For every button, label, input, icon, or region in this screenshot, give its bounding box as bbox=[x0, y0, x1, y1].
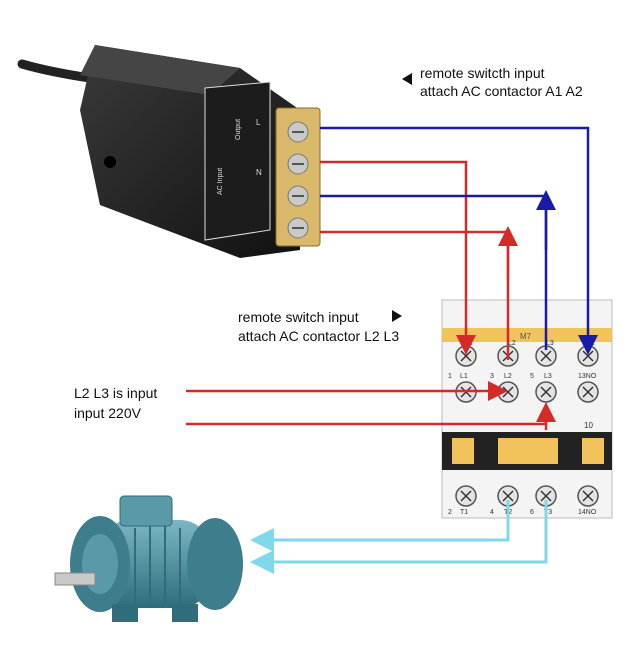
annotation-power-line1: L2 L3 is input bbox=[74, 385, 158, 401]
screw-slot bbox=[502, 490, 514, 502]
receiver-power-label: AC Input bbox=[217, 168, 224, 195]
annotation-remote-input-line1: remote switcth input bbox=[420, 65, 545, 81]
terminal-label-l3-top: L3 bbox=[546, 340, 554, 347]
wire-output-t2 bbox=[250, 500, 510, 552]
contactor-model: M7 bbox=[520, 332, 532, 341]
top-label: L3 bbox=[544, 373, 552, 380]
top-label: 13NO bbox=[578, 373, 597, 380]
contactor-top-row-labels: 1 L1 3 L2 5 L3 13NO bbox=[448, 373, 597, 380]
bottom-label: T3 bbox=[544, 509, 552, 516]
top-label: 3 bbox=[490, 373, 494, 380]
annotation-arrow-right-icon bbox=[392, 310, 402, 322]
ac-contactor: M7 10 A1 L2 L3 A2 1 L1 3 L2 5 L3 13NO 2 … bbox=[441, 299, 613, 519]
top-label: 1 bbox=[448, 373, 452, 380]
motor-shaft bbox=[54, 572, 96, 586]
wire-blue-a2 bbox=[320, 126, 598, 355]
power-cable bbox=[17, 59, 95, 83]
bottom-label: T1 bbox=[460, 509, 468, 516]
annotation-switch-input-line2: attach AC contactor L2 L3 bbox=[238, 328, 400, 344]
bottom-label: 6 bbox=[530, 509, 534, 516]
motor-foot-left bbox=[112, 604, 138, 622]
contactor-top-strip bbox=[442, 328, 612, 342]
terminal-label-l2-top: L2 bbox=[508, 340, 516, 347]
bottom-label: 2 bbox=[448, 509, 452, 516]
electric-motor bbox=[54, 495, 243, 622]
annotation-arrow-left-icon bbox=[402, 73, 412, 85]
bottom-label: 4 bbox=[490, 509, 494, 516]
motor-foot-right bbox=[172, 604, 198, 622]
receiver-l-label: L bbox=[256, 118, 261, 127]
remote-receiver-module: AC Input Output L N bbox=[17, 45, 321, 258]
receiver-screws bbox=[287, 121, 309, 239]
top-label: L2 bbox=[504, 373, 512, 380]
screw-slot bbox=[582, 386, 594, 398]
motor-junction-box bbox=[119, 495, 173, 527]
bottom-label: 14NO bbox=[578, 509, 597, 516]
wire-red-a1 bbox=[320, 160, 476, 355]
wires bbox=[186, 126, 598, 574]
led-indicator bbox=[104, 156, 116, 168]
aux-contact-label: 10 bbox=[584, 421, 593, 430]
screw-slot bbox=[540, 490, 552, 502]
receiver-output-label: Output bbox=[235, 119, 242, 140]
screw-slot bbox=[540, 350, 552, 362]
motor-rear-endplate bbox=[187, 518, 243, 610]
motor-body bbox=[100, 520, 210, 608]
screw-slot bbox=[460, 490, 472, 502]
annotation-remote-input-line2: attach AC contactor A1 A2 bbox=[420, 83, 583, 99]
terminal-label-plate bbox=[204, 81, 271, 241]
screw-slot bbox=[582, 490, 594, 502]
annotation-power-line2: input 220V bbox=[74, 405, 141, 421]
receiver-terminal-block bbox=[275, 107, 321, 247]
wire-output-t3 bbox=[250, 500, 548, 574]
receiver-n-label: N bbox=[256, 168, 262, 177]
screw-slot bbox=[540, 386, 552, 398]
top-label: 5 bbox=[530, 373, 534, 380]
top-label: L1 bbox=[460, 373, 468, 380]
annotation-switch-input-line1: remote switch input bbox=[238, 309, 359, 325]
